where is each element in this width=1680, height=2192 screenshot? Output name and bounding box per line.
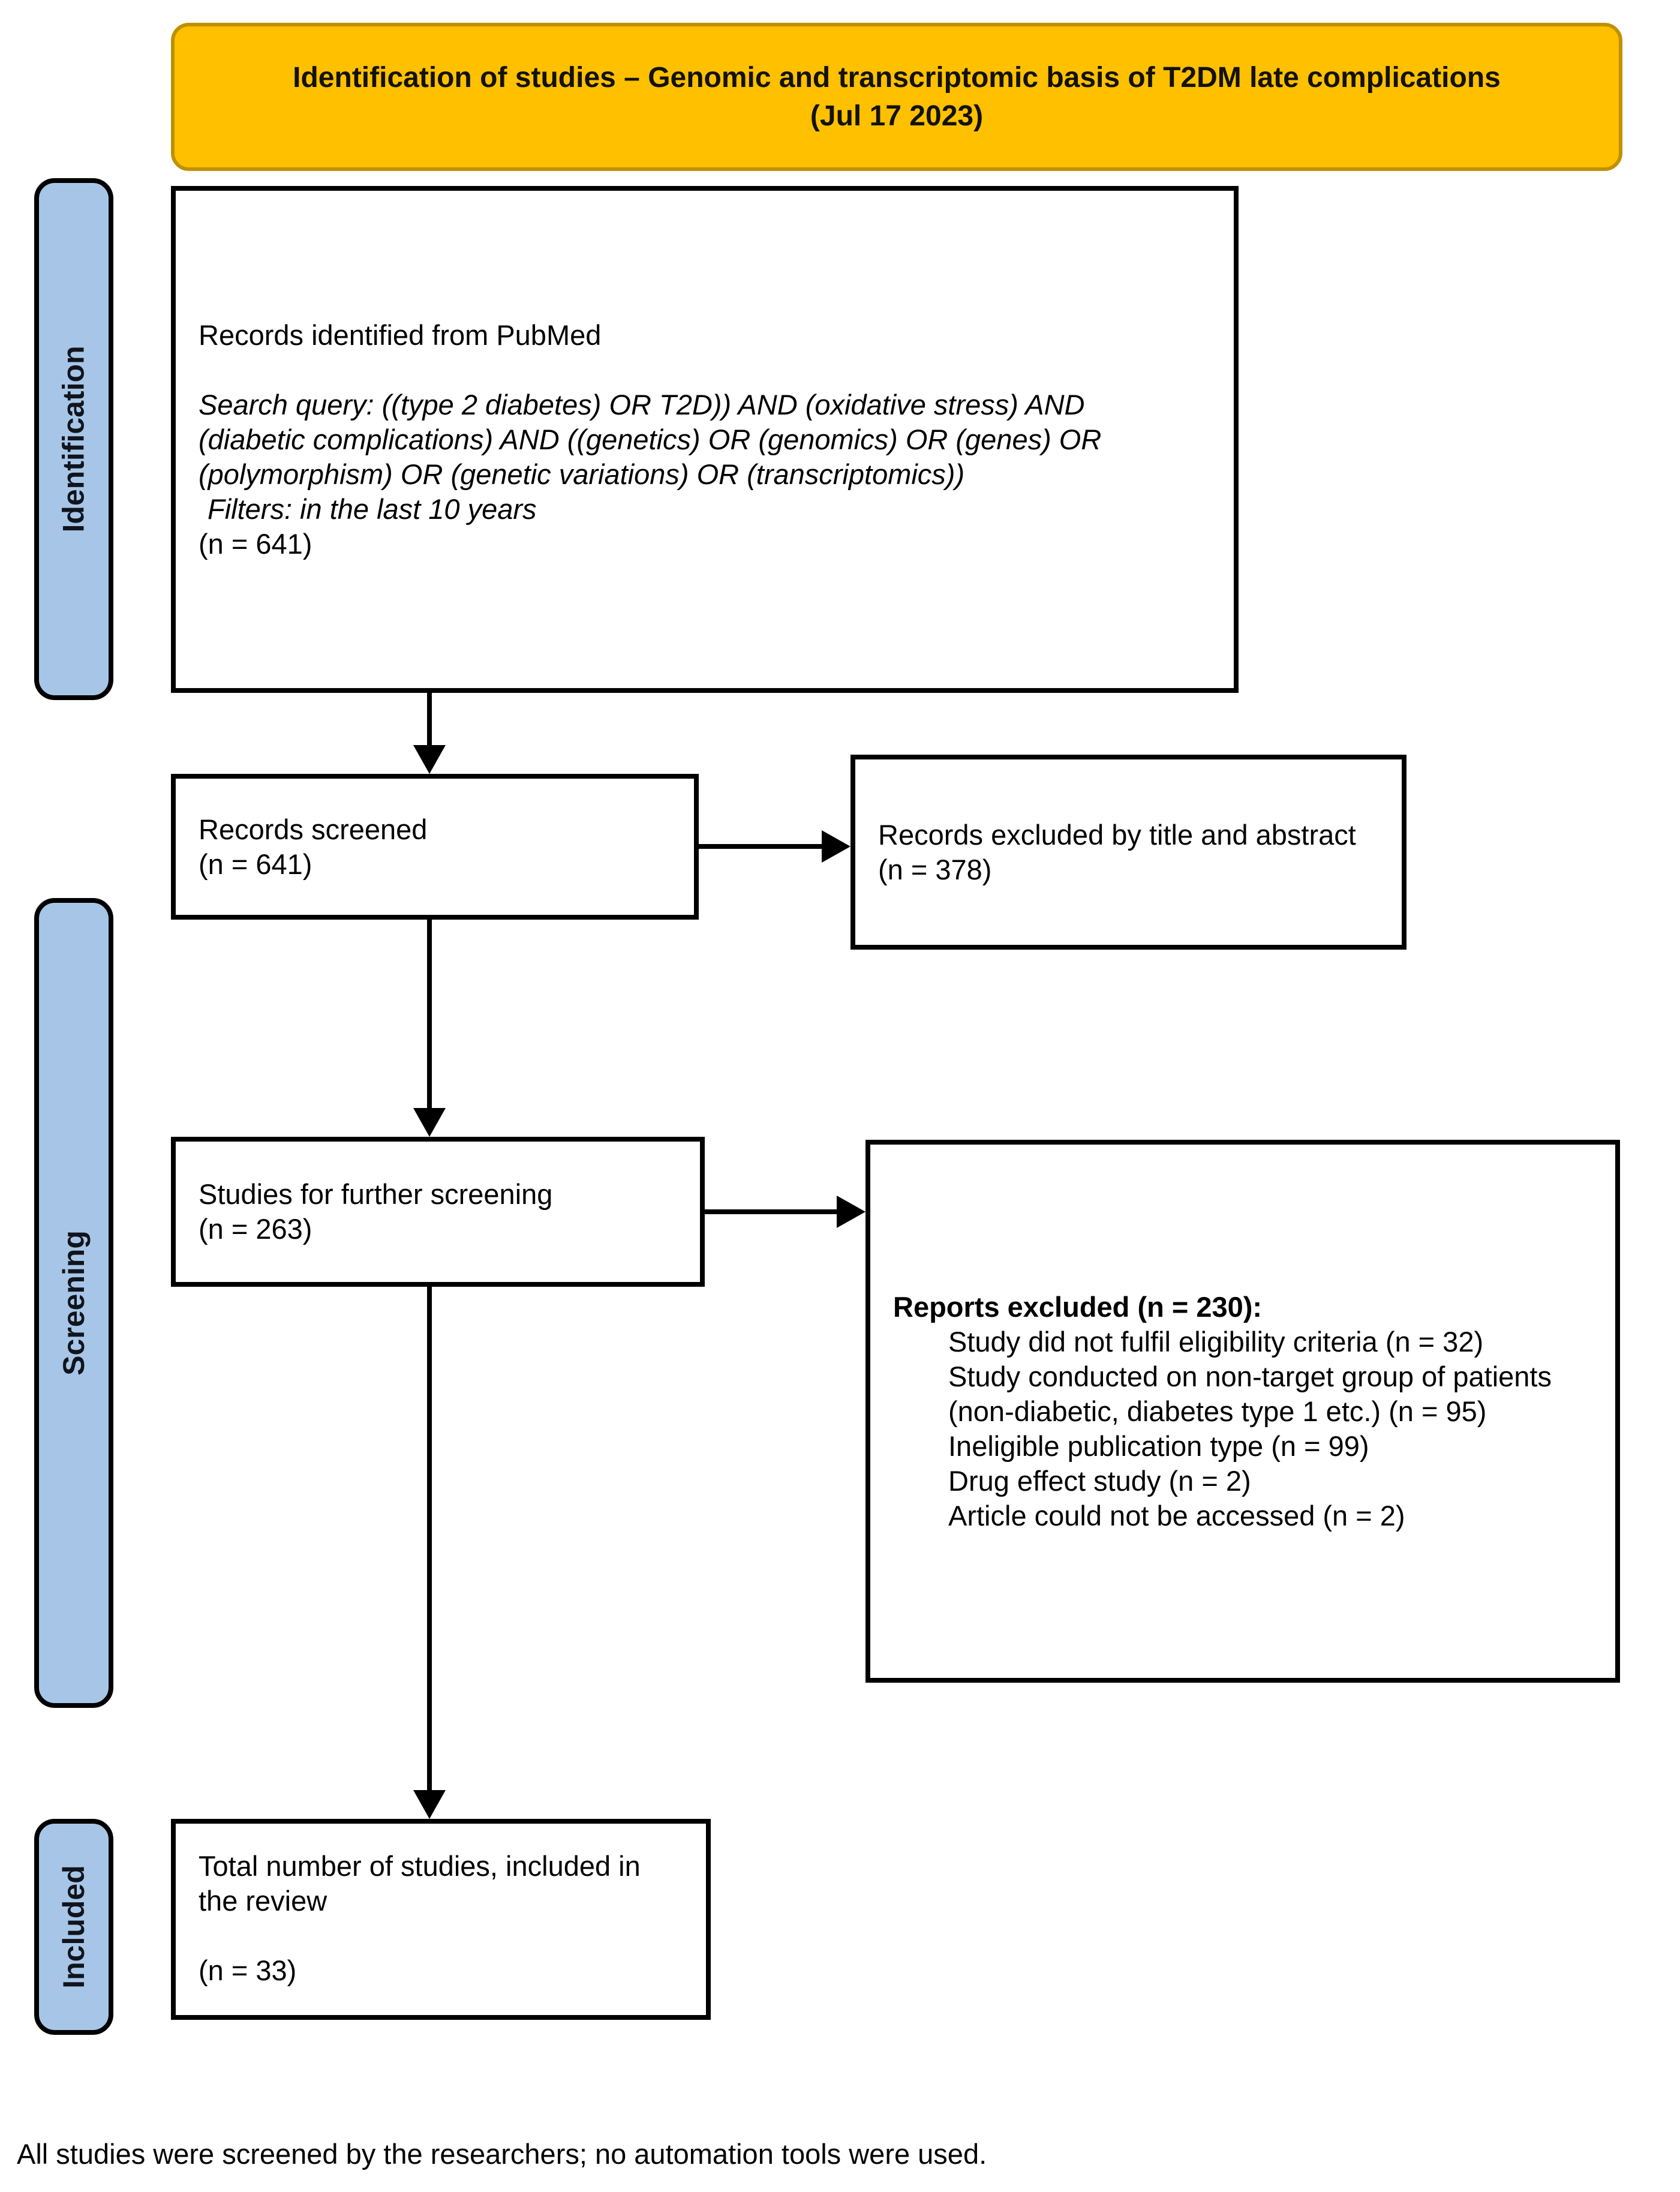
reports-excluded-item: Ineligible publication type (n = 99) [948,1430,1369,1462]
arrow-identified-to-screened-line [427,693,432,748]
arrow-screened-to-excluded-head [822,830,850,863]
records-identified-title: Records identified from PubMed [199,319,602,351]
blank-line [199,353,1183,388]
records-excluded-box: Records excluded by title and abstract (… [850,755,1406,950]
search-query-text: Search query: ((type 2 diabetes) OR T2D)… [199,388,1102,490]
search-filters-text: Filters: in the last 10 years [208,493,537,525]
reports-excluded-item: Drug effect study (n = 2) [948,1464,1251,1497]
reports-excluded-heading: Reports excluded (n = 230): [893,1290,1263,1323]
stage-label-screening: Screening [34,898,113,1708]
arrow-screened-to-further-line [427,920,432,1110]
stage-label-screening-text: Screening [57,1230,91,1376]
blank-line [199,1918,682,1953]
footnote-text: All studies were screened by the researc… [17,2138,987,2170]
arrow-further-to-reports-line [705,1209,840,1214]
arrow-identified-to-screened-head [413,745,446,774]
reports-excluded-item: Article could not be accessed (n = 2) [948,1499,1405,1532]
records-screened-count: (n = 641) [199,848,312,880]
reports-excluded-item: Study conducted on non-target group of p… [948,1360,1552,1427]
further-screening-title: Studies for further screening [199,1178,553,1210]
reports-excluded-box: Reports excluded (n = 230): Study did no… [865,1140,1620,1683]
included-total-box: Total number of studies, included in the… [171,1819,711,2020]
stage-label-identification-text: Identification [57,346,91,533]
banner-title: Identification of studies – Genomic and … [293,61,1501,94]
arrow-screened-to-further-head [413,1108,446,1137]
arrow-further-to-included-head [413,1790,446,1819]
included-total-title: Total number of studies, included in the… [199,1850,641,1917]
reports-excluded-item: Study did not fulfil eligibility criteri… [948,1325,1484,1358]
title-banner: Identification of studies – Genomic and … [171,23,1622,171]
records-screened-box: Records screened (n = 641) [171,774,699,920]
further-screening-count: (n = 263) [199,1213,312,1245]
banner-date: (Jul 17 2023) [810,100,984,132]
records-excluded-title: Records excluded by title and abstract [878,818,1356,851]
arrow-further-to-reports-head [837,1196,865,1228]
arrow-screened-to-excluded-line [699,844,825,849]
records-identified-box: Records identified from PubMed Search qu… [171,186,1239,693]
included-total-count: (n = 33) [199,1954,297,1986]
records-excluded-count: (n = 378) [878,853,992,885]
stage-label-identification: Identification [34,178,113,700]
further-screening-box: Studies for further screening (n = 263) [171,1137,705,1287]
arrow-further-to-included-line [427,1287,432,1791]
stage-label-included: Included [34,1819,113,2035]
records-screened-title: Records screened [199,813,428,845]
stage-label-included-text: Included [57,1865,91,1989]
records-identified-count: (n = 641) [199,527,312,560]
